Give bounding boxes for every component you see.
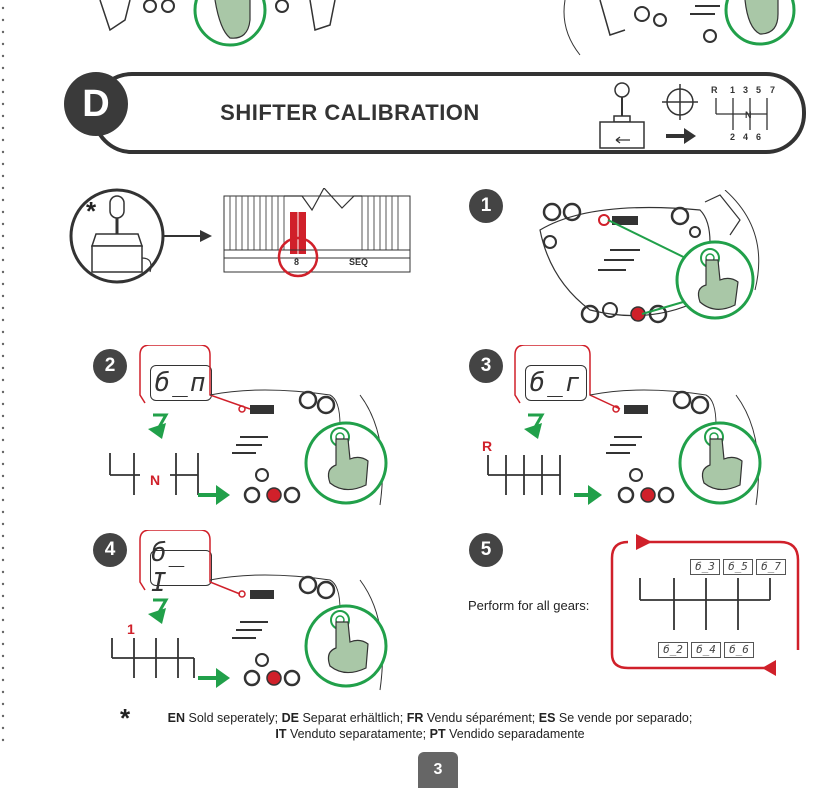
gear-display-6: б_6 (724, 642, 754, 658)
gate-label-3: 3 (743, 85, 748, 95)
top-left-wheel-illustration (99, 0, 336, 47)
lang-text-es: Se vende por separado; (555, 711, 693, 725)
step-5-gear-cycle (610, 534, 800, 676)
lang-code-de: DE (281, 711, 299, 725)
lang-code-es: ES (538, 711, 556, 725)
step-1-wheel (539, 190, 760, 324)
step-2-badge: 2 (93, 349, 127, 383)
lang-code-it: IT (275, 727, 287, 741)
step-3-gear-label: R (482, 438, 493, 454)
step-5-badge: 5 (469, 533, 503, 567)
shifter-device-illustration (69, 188, 411, 284)
top-right-wheel-illustration (563, 0, 796, 56)
gate-label-n: N (745, 110, 752, 120)
footnote-line-1: EN Sold seperately; DE Separat erhältlic… (120, 710, 740, 726)
step-2-gear-label: N (150, 472, 161, 488)
arrow-right-icon (666, 128, 696, 144)
step-4-gear-label: 1 (127, 621, 135, 637)
lang-text-de: Separat erhältlich; (299, 711, 407, 725)
lang-text-pt: Vendido separadamente (445, 727, 585, 741)
gear-display-2: б_2 (658, 642, 688, 658)
step-2-display: б_п (150, 365, 212, 401)
sold-separately-star: * (86, 196, 97, 226)
footnote-star: * (120, 703, 131, 733)
switch-label-h: 8 (294, 257, 300, 267)
gear-display-4: б_4 (691, 642, 721, 658)
lang-text-fr: Vendu séparément; (423, 711, 539, 725)
gear-pattern-icon (715, 98, 768, 130)
gear-display-7: б_7 (756, 559, 786, 575)
step-1-badge: 1 (469, 189, 503, 223)
section-letter-badge: D (64, 72, 128, 136)
perform-for-all-gears-text: Perform for all gears: (468, 598, 590, 613)
gate-label-1: 1 (730, 85, 735, 95)
page-number: 3 (418, 752, 458, 788)
lang-code-fr: FR (406, 711, 424, 725)
lang-text-en: Sold seperately; (185, 711, 282, 725)
switch-label-seq: SEQ (349, 257, 369, 267)
gate-label-5: 5 (756, 85, 761, 95)
step-2-illustration (109, 345, 388, 506)
crosshair-icon (662, 84, 698, 120)
step-4-illustration (111, 530, 388, 691)
gate-label-6: 6 (756, 132, 761, 142)
footnote-line-2: IT Venduto separatamente; PT Vendido sep… (120, 726, 740, 742)
footnote-text: EN Sold seperately; DE Separat erhältlic… (120, 710, 740, 742)
lang-code-en: EN (167, 711, 186, 725)
section-title: SHIFTER CALIBRATION (220, 100, 480, 125)
gate-label-7: 7 (770, 85, 775, 95)
gear-display-5: б_5 (723, 559, 753, 575)
lang-code-pt: PT (429, 727, 446, 741)
lang-text-it: Venduto separatamente; (286, 727, 430, 741)
step-4-badge: 4 (93, 533, 127, 567)
step-3-display: б_г (525, 365, 587, 401)
margin-dots (1, 6, 5, 742)
gate-label-2: 2 (730, 132, 735, 142)
gate-label-r: R (711, 85, 718, 95)
gate-label-4: 4 (743, 132, 748, 142)
step-3-illustration (487, 345, 762, 506)
step-3-badge: 3 (469, 349, 503, 383)
banner-icons: R 1 3 5 7 N 2 4 6 (599, 82, 775, 149)
shifter-box-icon (599, 82, 645, 149)
gear-display-3: б_3 (690, 559, 720, 575)
